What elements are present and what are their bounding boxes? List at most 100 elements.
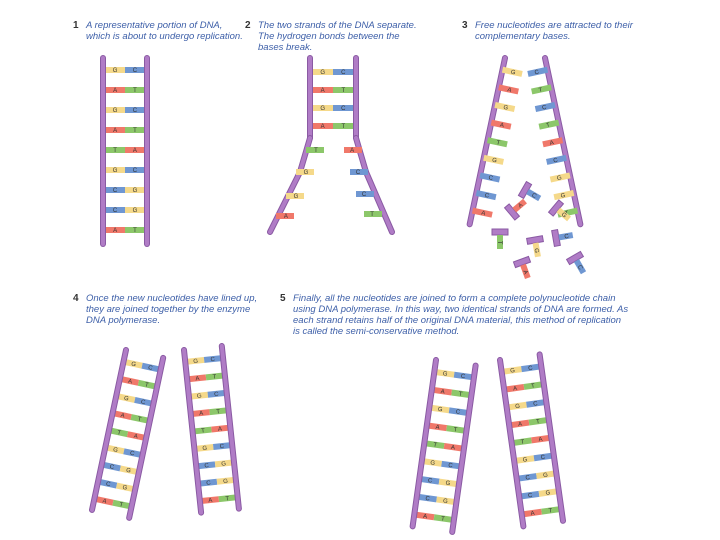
base-C [195,461,216,470]
base-label: C [362,192,367,198]
base-A [413,511,435,521]
base-T [209,407,229,416]
base-T [541,505,562,515]
base-label: A [113,128,117,134]
base-C [534,102,556,113]
base-C [453,371,475,381]
base-label: T [496,241,502,245]
base-C [333,105,356,111]
base-T [192,426,212,435]
base-C [441,460,462,470]
base-label: A [518,422,523,429]
base-G [506,401,527,411]
base-label: G [533,248,540,254]
backbone-strand-fill [498,358,526,529]
base-C [103,207,125,213]
free-backbone [551,229,561,247]
free-nucleotide: A [503,198,527,221]
caption-line: The two strands of the DNA separate. [258,20,417,31]
base-label: C [113,188,118,194]
base-label: C [528,365,534,372]
base-T [531,84,552,95]
base-label: C [530,193,537,201]
caption-line: is called the semi-conservative method. [293,326,460,337]
base-label: C [484,193,490,200]
base-C [416,493,438,503]
step-number: 3 [462,20,468,31]
base-G [194,443,214,452]
base-label: A [284,214,288,220]
base-label: C [341,106,346,112]
caption-line: The hydrogen bonds between the [258,31,400,42]
base-label: C [525,475,531,482]
base-T [125,227,147,233]
base-G [428,404,450,414]
base-G [310,69,333,75]
base-A [119,375,140,386]
base-label: G [445,481,451,488]
backbone-strand-fill [127,355,166,520]
base-label: C [540,455,546,462]
base-C [518,490,540,500]
base-label: A [208,498,213,504]
base-label: G [126,468,132,475]
base-label: G [112,447,118,454]
base-label: A [113,88,117,94]
backbone-strand-fill [219,344,241,511]
backbone-strand-fill [450,363,478,534]
base-label: T [117,430,122,437]
base-label: A [530,511,535,518]
base-label: C [129,451,135,458]
caption-line: Finally, all the nucleotides are joined … [293,293,616,304]
base-label: C [204,463,210,469]
caption-line: each strand retains half of the original… [293,315,622,326]
base-label: G [515,404,521,411]
base-label: C [341,70,346,76]
base-label: C [219,444,225,450]
base-T [451,389,472,399]
step-2-caption: 2 The two strands of the DNA separate. T… [245,20,417,53]
base-A [111,410,132,420]
base-T [108,427,129,438]
base-T [511,437,532,447]
base-label: A [549,140,554,147]
base-label: G [113,108,118,114]
base-G [188,391,209,400]
base-label: C [553,158,559,165]
base-T [364,211,382,217]
base-label: T [458,392,463,398]
base-label: G [133,188,138,194]
base-G [286,193,304,199]
base-label: C [109,464,115,471]
backbone-strand-fill [268,170,302,234]
step-number: 2 [245,20,251,31]
base-G [103,67,125,73]
base-label: C [133,68,138,74]
backbone-strand-fill [298,136,312,174]
base-label: A [435,425,440,432]
base-label: G [304,170,309,176]
base-label: T [433,442,438,448]
free-backbone [526,235,544,245]
base-G [125,187,147,193]
base-A [490,119,512,130]
base-C [418,475,440,485]
base-C [197,478,218,487]
base-G [115,393,136,403]
base-label: C [448,463,454,470]
base-G [122,358,143,369]
free-nucleotide: A [512,255,532,280]
base-G [483,154,504,165]
base-label: T [536,419,541,425]
base-G [184,356,205,365]
base-label: C [533,401,539,408]
base-label: G [123,396,129,403]
base-G [501,66,523,77]
base-A [471,207,493,218]
backbone-strand-fill [90,348,128,512]
base-C [448,407,470,417]
base-A [521,508,542,518]
